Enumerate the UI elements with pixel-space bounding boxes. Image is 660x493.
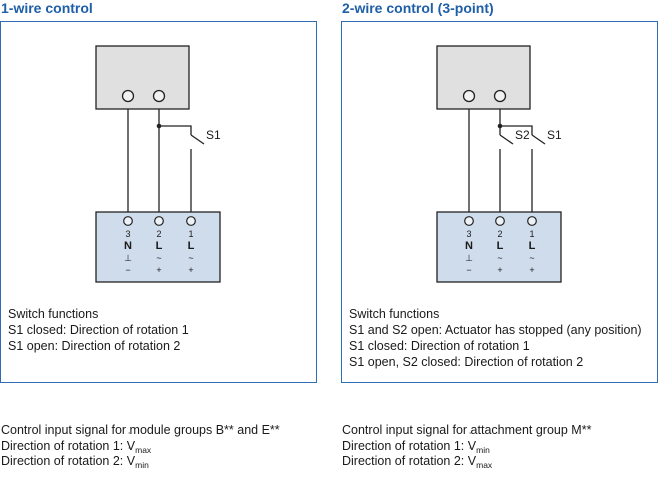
svg-text:L: L — [497, 240, 504, 252]
switch-function-line: S1 open: Direction of rotation 2 — [8, 339, 181, 353]
svg-text:+: + — [156, 265, 161, 275]
rotation-2-row: Direction of rotation 2: Vmax — [342, 445, 591, 470]
rotation-1-row: Direction of rotation 1: Vmax — [1, 430, 280, 455]
signal-title: Control input signal for module groups B… — [1, 423, 280, 437]
left-terminal-1: 1 L ~ + — [186, 216, 196, 275]
right-switch-s1 — [531, 134, 546, 145]
switch-functions-title: Switch functions — [349, 307, 440, 321]
switch-functions-title: Switch functions — [8, 307, 99, 321]
left-switch-label-s1: S1 — [206, 128, 221, 142]
right-branch-wire — [500, 125, 533, 135]
right-heading: 2-wire control (3-point) — [342, 0, 494, 16]
left-signal-note: Control input signal for module groups B… — [1, 423, 280, 470]
right-signal-note: Control input signal for attachment grou… — [342, 423, 591, 470]
rotation-1-row: Direction of rotation 1: Vmin — [342, 430, 591, 455]
terminal-contact — [495, 216, 505, 226]
left-wiring-diagram: S1 3 N ⊥ − 2 L ~ + 1 L ~ + — [95, 45, 221, 283]
left-switch-functions: Switch functions S1 closed: Direction of… — [8, 306, 189, 354]
svg-text:L: L — [156, 240, 163, 252]
svg-text:⊥: ⊥ — [124, 253, 132, 263]
svg-text:~: ~ — [156, 253, 161, 263]
svg-text:⊥: ⊥ — [465, 253, 473, 263]
left-terminal-3: 3 N ⊥ − — [123, 216, 133, 275]
terminal-contact — [186, 216, 196, 226]
terminal-contact — [464, 216, 474, 226]
svg-text:N: N — [465, 240, 473, 252]
svg-text:~: ~ — [188, 253, 193, 263]
right-switch-functions: Switch functions S1 and S2 open: Actuato… — [349, 306, 642, 370]
left-supply-terminal-n — [121, 89, 135, 103]
switch-function-line: S1 and S2 open: Actuator has stopped (an… — [349, 323, 642, 337]
terminal-contact — [527, 216, 537, 226]
right-terminal-1: 1 L ~ + — [527, 216, 537, 275]
svg-text:3: 3 — [125, 229, 130, 239]
right-terminal-3: 3 N ⊥ − — [464, 216, 474, 275]
left-supply-box — [95, 45, 190, 110]
switch-function-line: S1 closed: Direction of rotation 1 — [349, 339, 530, 353]
svg-text:+: + — [188, 265, 193, 275]
svg-text:N: N — [124, 240, 132, 252]
left-wiring-panel: S1 3 N ⊥ − 2 L ~ + 1 L ~ + Switch functi… — [0, 21, 317, 383]
terminal-contact — [154, 216, 164, 226]
signal-title: Control input signal for attachment grou… — [342, 423, 592, 437]
left-terminal-box — [95, 211, 221, 283]
svg-text:+: + — [497, 265, 502, 275]
right-terminal-2: 2 L ~ + — [495, 216, 505, 275]
svg-text:2: 2 — [497, 229, 502, 239]
left-branch-wire — [159, 125, 192, 135]
rotation-2-row: Direction of rotation 2: Vmin — [1, 445, 280, 470]
left-heading: 1-wire control — [1, 0, 93, 16]
svg-text:1: 1 — [529, 229, 534, 239]
right-supply-box — [436, 45, 531, 110]
right-supply-terminal-n — [462, 89, 476, 103]
right-switch-s2 — [499, 134, 514, 145]
right-wiring-diagram: S2 S1 3 N ⊥ − 2 L ~ + 1 L ~ + — [436, 45, 562, 283]
left-terminal-2: 2 L ~ + — [154, 216, 164, 275]
right-switch-label-s2: S2 — [515, 128, 530, 142]
svg-text:1: 1 — [188, 229, 193, 239]
left-switch-s1 — [190, 134, 205, 145]
svg-text:L: L — [529, 240, 536, 252]
left-supply-terminal-l — [152, 89, 166, 103]
svg-text:3: 3 — [466, 229, 471, 239]
svg-text:−: − — [466, 265, 471, 275]
switch-function-line: S1 open, S2 closed: Direction of rotatio… — [349, 355, 584, 369]
terminal-contact — [123, 216, 133, 226]
svg-text:+: + — [529, 265, 534, 275]
switch-function-line: S1 closed: Direction of rotation 1 — [8, 323, 189, 337]
right-switch-label-s1: S1 — [547, 128, 562, 142]
svg-text:L: L — [188, 240, 195, 252]
svg-text:−: − — [125, 265, 130, 275]
right-wiring-panel: S2 S1 3 N ⊥ − 2 L ~ + 1 L ~ + Switch fun… — [341, 21, 658, 383]
svg-text:~: ~ — [497, 253, 502, 263]
right-supply-terminal-l — [493, 89, 507, 103]
svg-text:~: ~ — [529, 253, 534, 263]
svg-text:2: 2 — [156, 229, 161, 239]
